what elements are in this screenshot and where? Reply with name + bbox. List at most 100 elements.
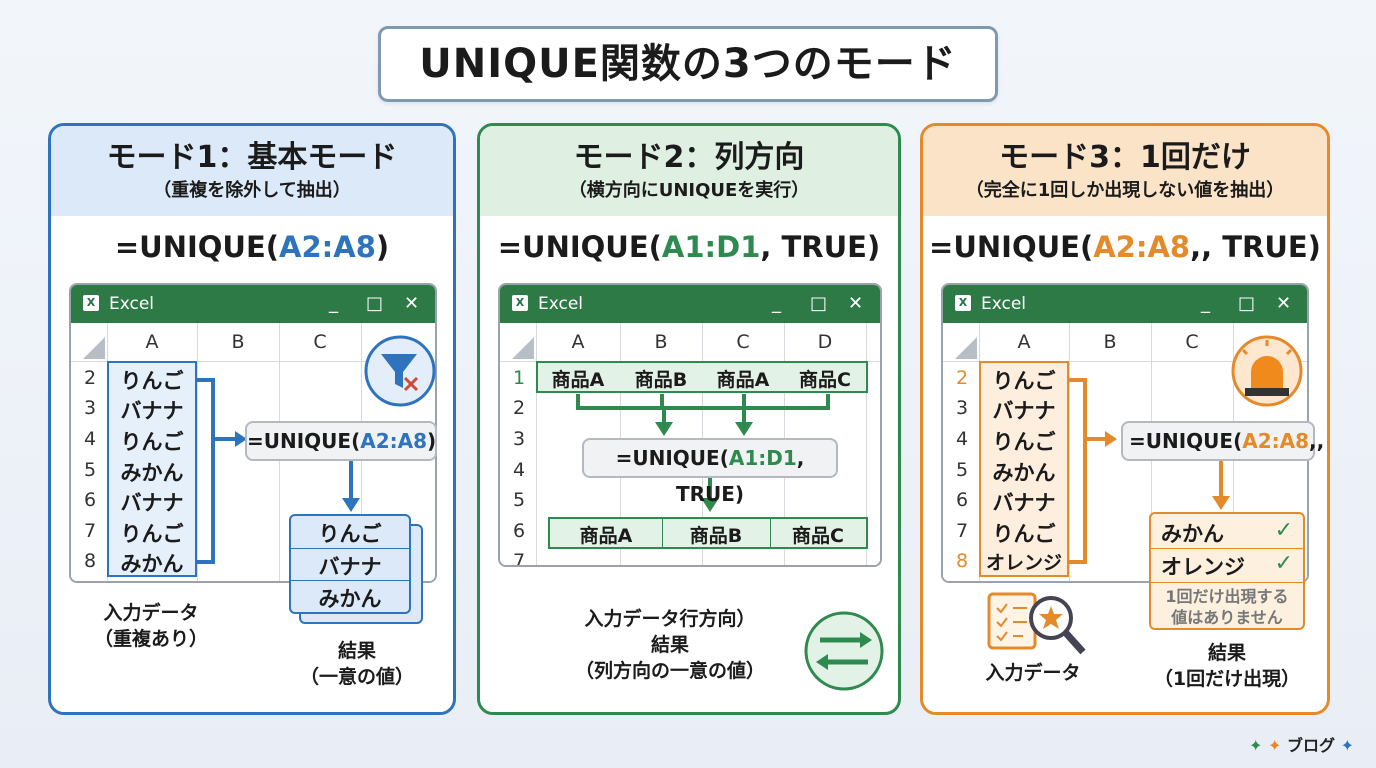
alarm-light-icon xyxy=(1231,335,1303,407)
row-number[interactable]: 8 xyxy=(955,550,969,572)
select-all-corner[interactable] xyxy=(955,337,977,359)
row-number[interactable]: 5 xyxy=(955,459,969,481)
input-cell[interactable]: バナナ xyxy=(992,399,1056,423)
input-cell[interactable]: りんご xyxy=(992,522,1056,546)
row-number[interactable]: 3 xyxy=(83,397,97,419)
input-cell[interactable]: りんご xyxy=(120,522,184,546)
maximize-button[interactable]: □ xyxy=(810,293,828,314)
row-number[interactable]: 4 xyxy=(83,428,97,450)
input-cell[interactable]: 商品C xyxy=(799,369,851,391)
input-cell[interactable]: りんご xyxy=(992,430,1056,454)
col-header-c[interactable]: C xyxy=(736,331,750,353)
mode3-input-label: 入力データ xyxy=(985,662,1081,684)
col-header-d[interactable]: D xyxy=(817,331,833,353)
input-range-highlight xyxy=(536,361,868,393)
row-number[interactable]: 4 xyxy=(512,459,526,481)
row-number[interactable]: 6 xyxy=(83,489,97,511)
close-button[interactable]: ✕ xyxy=(404,293,420,314)
row-number[interactable]: 7 xyxy=(955,520,969,542)
select-all-corner[interactable] xyxy=(83,337,105,359)
row-number[interactable]: 2 xyxy=(512,397,526,419)
input-cell[interactable]: オレンジ xyxy=(985,552,1062,574)
input-cell[interactable]: 商品A xyxy=(716,369,770,391)
maximize-button[interactable]: □ xyxy=(1238,293,1256,314)
input-cell[interactable]: りんご xyxy=(120,430,184,454)
mode3-header: モード3：1回だけ （完全に1回しか出現しない値を抽出） xyxy=(923,126,1327,216)
row-number[interactable]: 5 xyxy=(83,459,97,481)
row-number[interactable]: 5 xyxy=(512,489,526,511)
col-header-c[interactable]: C xyxy=(313,331,327,353)
row-number[interactable]: 3 xyxy=(955,397,969,419)
check-icon: ✓ xyxy=(1274,518,1293,543)
row-number[interactable]: 1 xyxy=(512,367,526,389)
row-number[interactable]: 2 xyxy=(955,367,969,389)
minimize-button[interactable]: _ xyxy=(1201,293,1210,314)
minimize-button[interactable]: _ xyxy=(772,293,781,314)
row-number[interactable]: 7 xyxy=(512,550,526,567)
result-cell[interactable]: みかん xyxy=(318,587,382,611)
input-cell[interactable]: みかん xyxy=(120,552,184,576)
col-header-a[interactable]: A xyxy=(145,331,159,353)
result-cell[interactable]: 商品C xyxy=(792,525,844,547)
col-header-b[interactable]: B xyxy=(654,331,668,353)
result-cell[interactable]: みかん xyxy=(1161,522,1224,546)
input-cell[interactable]: 商品A xyxy=(551,369,605,391)
input-range-highlight xyxy=(979,361,1069,577)
input-cell[interactable]: りんご xyxy=(992,369,1056,393)
mode1-result-label: 結果 （一意の値） xyxy=(299,640,414,688)
mode2-panel: モード2：列方向 （横方向にUNIQUEを実行） =UNIQUE(A1:D1, … xyxy=(477,123,901,715)
sparkle-icon: ✦ xyxy=(1249,736,1263,755)
col-header-a[interactable]: A xyxy=(1017,331,1031,353)
mode1-cell-formula[interactable]: =UNIQUE(A2:A8) xyxy=(245,421,437,461)
window-titlebar: X Excel _ □ ✕ xyxy=(71,285,435,323)
mode3-panel: モード3：1回だけ （完全に1回しか出現しない値を抽出） =UNIQUE(A2:… xyxy=(920,123,1330,715)
mode3-title: モード3：1回だけ xyxy=(999,140,1251,175)
mode2-header: モード2：列方向 （横方向にUNIQUEを実行） xyxy=(480,126,898,216)
mode1-formula: =UNIQUE(A2:A8) xyxy=(114,230,390,264)
window-titlebar: X Excel _ □ ✕ xyxy=(943,285,1307,323)
col-header-a[interactable]: A xyxy=(571,331,585,353)
input-cell[interactable]: りんご xyxy=(120,369,184,393)
row-number[interactable]: 3 xyxy=(512,428,526,450)
input-cell[interactable]: 商品B xyxy=(634,369,688,391)
swap-arrows-icon xyxy=(804,611,884,691)
row-number[interactable]: 6 xyxy=(955,489,969,511)
mode2-cell-formula[interactable]: =UNIQUE(A1:D1, TRUE) xyxy=(582,438,838,506)
mode1-header: モード1：基本モード （重複を除外して抽出） xyxy=(51,126,453,216)
result-cell[interactable]: 商品B xyxy=(689,525,743,547)
col-header-b[interactable]: B xyxy=(1103,331,1117,353)
result-cell[interactable]: バナナ xyxy=(318,555,382,579)
result-cell[interactable]: オレンジ xyxy=(1161,555,1245,579)
mode2-result-row: 商品A 商品B 商品C xyxy=(548,517,868,549)
result-cell[interactable]: りんご xyxy=(318,522,382,546)
window-title: Excel xyxy=(538,294,584,314)
input-cell[interactable]: バナナ xyxy=(120,491,184,515)
minimize-button[interactable]: _ xyxy=(329,293,338,314)
window-title: Excel xyxy=(981,294,1027,314)
blog-logo: ✦ ✦ ブログ ✦ xyxy=(1249,736,1354,755)
mode3-cell-formula[interactable]: =UNIQUE(A2:A8,, xyxy=(1121,421,1324,461)
close-button[interactable]: ✕ xyxy=(848,293,864,314)
row-number[interactable]: 6 xyxy=(512,520,526,542)
input-cell[interactable]: バナナ xyxy=(120,399,184,423)
select-all-corner[interactable] xyxy=(512,337,534,359)
result-cell[interactable]: 商品A xyxy=(579,525,633,547)
sparkle-icon: ✦ xyxy=(1340,736,1354,755)
input-cell[interactable]: みかん xyxy=(120,461,184,485)
mode1-arrows xyxy=(197,335,436,564)
maximize-button[interactable]: □ xyxy=(366,293,384,314)
mode2-formula: =UNIQUE(A1:D1, TRUE) xyxy=(497,230,881,264)
row-number[interactable]: 8 xyxy=(83,550,97,572)
row-number[interactable]: 7 xyxy=(83,520,97,542)
col-header-c[interactable]: C xyxy=(1185,331,1199,353)
input-cell[interactable]: みかん xyxy=(992,461,1056,485)
excel-logo-icon: X xyxy=(955,295,971,311)
row-number[interactable]: 4 xyxy=(955,428,969,450)
mode1-subtitle: （重複を除外して抽出） xyxy=(153,180,351,201)
mode3-formula: =UNIQUE(A2:A8,, TRUE) xyxy=(929,230,1321,264)
close-button[interactable]: ✕ xyxy=(1276,293,1292,314)
row-number[interactable]: 2 xyxy=(83,367,97,389)
col-header-b[interactable]: B xyxy=(231,331,245,353)
mode3-arrows xyxy=(987,335,1303,655)
input-cell[interactable]: バナナ xyxy=(992,491,1056,515)
